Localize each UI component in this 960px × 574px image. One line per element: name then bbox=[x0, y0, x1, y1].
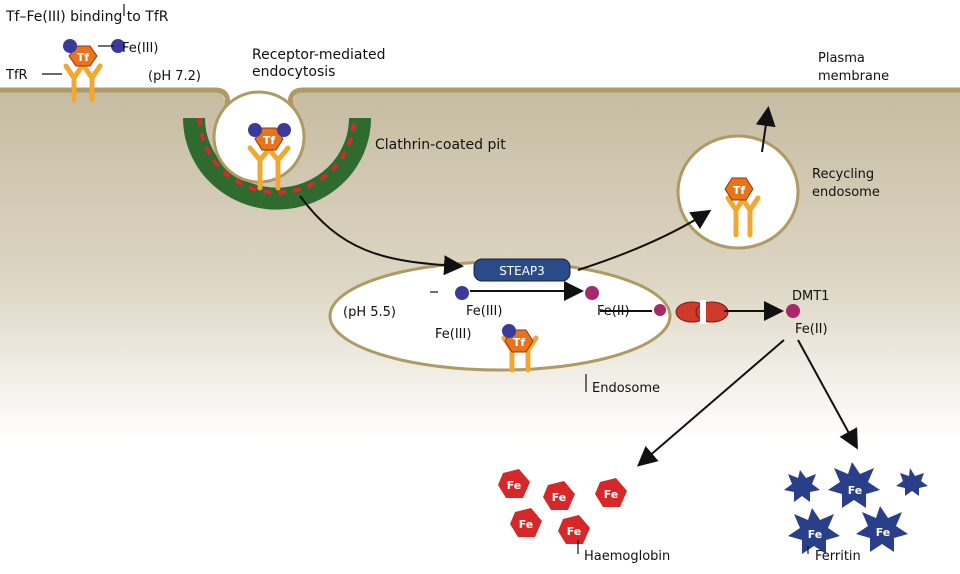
fe3-surface-label: Fe(III) bbox=[122, 41, 158, 56]
membrane-label: membrane bbox=[818, 69, 889, 84]
fe2-ion-cytoplasm bbox=[786, 304, 800, 318]
endocytosis-label: endocytosis bbox=[252, 64, 335, 80]
svg-text:Tf: Tf bbox=[513, 336, 526, 349]
pathway-arrows bbox=[299, 106, 858, 467]
clathrin-pit-label: Clathrin-coated pit bbox=[375, 137, 506, 153]
recycling-label: Recycling bbox=[812, 167, 874, 182]
svg-text:Tf: Tf bbox=[733, 184, 746, 197]
svg-text:Fe: Fe bbox=[507, 479, 522, 492]
tf-label-surface: Tf bbox=[77, 51, 90, 64]
fe2-ion bbox=[654, 304, 666, 316]
dmt1-label: DMT1 bbox=[792, 289, 829, 304]
tfr-label: TfR bbox=[5, 68, 28, 83]
plasma-label: Plasma bbox=[818, 51, 865, 66]
fe2-cytoplasm-label: Fe(II) bbox=[795, 322, 828, 337]
svg-text:Fe: Fe bbox=[848, 484, 863, 497]
fe2-ion bbox=[585, 286, 599, 300]
svg-text:Fe: Fe bbox=[808, 528, 823, 541]
svg-text:Fe: Fe bbox=[552, 491, 567, 504]
ph-55-label: (pH 5.5) bbox=[343, 305, 396, 320]
recycling-endosome: Tf bbox=[676, 134, 800, 250]
leader-lines bbox=[42, 4, 809, 554]
fe3-endosome-label: Fe(III) bbox=[466, 304, 502, 319]
fe3-ion bbox=[455, 286, 469, 300]
ferritin-cluster: Fe Fe Fe bbox=[784, 462, 928, 554]
steap3-label: STEAP3 bbox=[499, 264, 545, 278]
haemoglobin-label: Haemoglobin bbox=[584, 549, 670, 564]
svg-text:Fe: Fe bbox=[876, 526, 891, 539]
ferritin-label: Ferritin bbox=[815, 549, 861, 564]
tfr-receptor-surface: Tf bbox=[63, 39, 125, 103]
fe2-endosome-label: Fe(II) bbox=[597, 304, 630, 319]
tf-fe-binding-title: Tf–Fe(III) binding to TfR bbox=[5, 9, 169, 25]
recycling-endosome-label: endosome bbox=[812, 185, 880, 200]
tf-in-pit: Tf bbox=[247, 123, 291, 191]
svg-text:Tf: Tf bbox=[263, 134, 276, 147]
receptor-mediated-label: Receptor-mediated bbox=[252, 47, 385, 63]
ph-72-label: (pH 7.2) bbox=[148, 69, 201, 84]
svg-text:Fe: Fe bbox=[519, 518, 534, 531]
fe3-bound-label: Fe(III) bbox=[435, 327, 471, 342]
tfr-in-endosome: Tf bbox=[501, 324, 539, 373]
svg-text:Fe: Fe bbox=[604, 488, 619, 501]
dmt1-transporter bbox=[675, 300, 729, 324]
steap3-protein: STEAP3 bbox=[473, 258, 571, 282]
svg-text:Fe: Fe bbox=[567, 525, 582, 538]
endosome-label: Endosome bbox=[592, 381, 660, 396]
haemoglobin-cluster: Fe Fe Fe Fe Fe bbox=[498, 469, 627, 544]
